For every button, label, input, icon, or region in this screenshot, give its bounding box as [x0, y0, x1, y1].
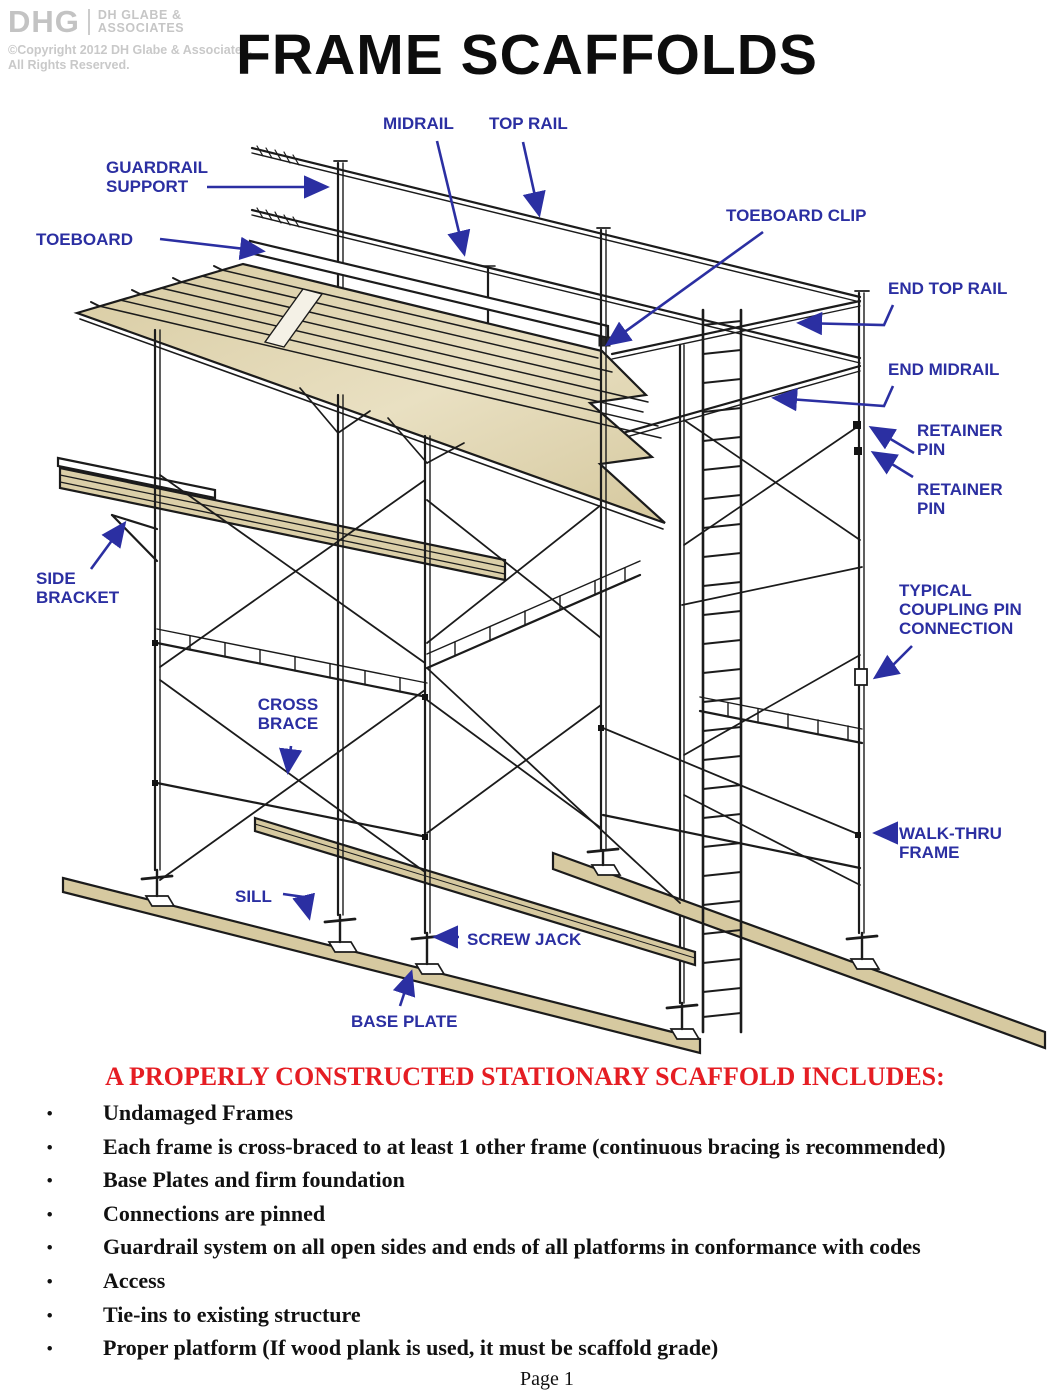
- retainer-pin-arrow-1: [868, 426, 915, 455]
- label-guardrail-support: GUARDRAIL SUPPORT: [106, 158, 208, 196]
- page-title: FRAME SCAFFOLDS: [236, 23, 818, 87]
- label-retainer-pin-2: RETAINER PIN: [917, 480, 1003, 518]
- base-plates: [144, 864, 881, 1040]
- rail-hatching: [256, 145, 300, 228]
- list-item-text: Undamaged Frames: [103, 1100, 294, 1125]
- scaffold-structure: [56, 145, 1047, 1055]
- scaffold-diagram: MIDRAIL TOP RAIL GUARDRAIL SUPPORT TOEBO…: [0, 95, 1050, 1055]
- page-number: Page 1: [520, 1368, 574, 1390]
- platform-deck: [73, 262, 666, 530]
- label-screw-jack: SCREW JACK: [467, 930, 582, 949]
- label-toeboard-clip: TOEBOARD CLIP: [726, 206, 867, 225]
- list-item: • Proper platform (If wood plank is used…: [0, 1335, 1050, 1369]
- list-item: • Undamaged Frames: [0, 1100, 1050, 1134]
- list-item: • Connections are pinned: [0, 1201, 1050, 1235]
- bullet-icon: •: [46, 1137, 53, 1159]
- retainer-pins: [853, 421, 862, 455]
- list-item-text: Access: [103, 1267, 166, 1293]
- side-bracket-arrow: [89, 520, 127, 570]
- bullet-icon: •: [46, 1171, 53, 1193]
- sills: [61, 816, 1047, 1055]
- list-item-text: Proper platform (If wood plank is used, …: [103, 1335, 719, 1361]
- label-base-plate: BASE PLATE: [351, 1012, 458, 1031]
- list-item-text: Tie-ins to existing structure: [103, 1301, 361, 1327]
- retainer-pin-arrow-2: [870, 450, 914, 479]
- label-toeboard: TOEBOARD: [36, 230, 133, 249]
- rear-stub-rail: [698, 696, 864, 745]
- label-typical-coupling-pin: TYPICAL COUPLING PIN CONNECTION: [899, 581, 1022, 638]
- logo-dhg-icon: DHG: [8, 4, 80, 39]
- toeboard-clip-arrow: [604, 230, 764, 347]
- checklist: • Undamaged Frames • Each frame is cross…: [0, 1100, 1050, 1369]
- cross-brace-arrow: [279, 745, 303, 775]
- walk-thru-frame-post: [854, 290, 870, 935]
- label-sill: SILL: [235, 887, 272, 906]
- logo-company-name: DH GLABE & ASSOCIATES: [98, 9, 184, 35]
- list-item: • Base Plates and firm foundation: [0, 1167, 1050, 1201]
- copyright-line2: All Rights Reserved.: [8, 58, 130, 72]
- bullet-icon: •: [46, 1104, 53, 1125]
- list-item: • Each frame is cross-braced to at least…: [0, 1134, 1050, 1168]
- list-item: • Guardrail system on all open sides and…: [0, 1234, 1050, 1268]
- logo-name-line1: DH GLABE &: [97, 8, 182, 22]
- side-bracket-platform: [56, 456, 507, 582]
- label-end-top-rail: END TOP RAIL: [888, 279, 1008, 298]
- top-rail-arrow: [521, 141, 546, 218]
- receding-stub-rail: [425, 560, 642, 670]
- front-stub-rail-1: [155, 628, 429, 699]
- label-midrail: MIDRAIL: [383, 114, 454, 133]
- list-item-text: Guardrail system on all open sides and e…: [103, 1234, 921, 1260]
- bullet-icon: •: [46, 1238, 53, 1260]
- callout-arrows: [89, 140, 915, 1007]
- bullet-icon: •: [46, 1305, 53, 1327]
- label-top-rail: TOP RAIL: [489, 114, 568, 133]
- junction-fittings: [152, 640, 861, 840]
- list-item: • Tie-ins to existing structure: [0, 1302, 1050, 1336]
- coupling-pin-arrow: [872, 645, 913, 680]
- cross-braces: [159, 474, 861, 904]
- list-item-text: Base Plates and firm foundation: [103, 1167, 405, 1193]
- coupling-pin-collar: [854, 668, 868, 686]
- company-logo: DHG DH GLABE & ASSOCIATES ©Copyright 201…: [8, 4, 258, 73]
- list-item-text: Connections are pinned: [103, 1200, 326, 1226]
- label-cross-brace: CROSS BRACE: [257, 695, 319, 733]
- base-plate-arrow: [392, 969, 416, 1007]
- label-side-bracket: SIDE BRACKET: [36, 569, 120, 607]
- list-item: • Access: [0, 1268, 1050, 1302]
- deck-struts: [299, 387, 465, 464]
- copyright-line1: ©Copyright 2012 DH Glabe & Associates.: [8, 43, 253, 57]
- label-walk-thru-frame: WALK-THRU FRAME: [899, 824, 1002, 862]
- bullet-icon: •: [46, 1204, 53, 1226]
- copyright-text: ©Copyright 2012 DH Glabe & Associates. A…: [8, 43, 258, 73]
- list-item-text: Each frame is cross-braced to at least 1…: [103, 1133, 946, 1159]
- checklist-heading: A PROPERLY CONSTRUCTED STATIONARY SCAFFO…: [105, 1062, 945, 1091]
- sill-arrow: [282, 892, 315, 921]
- rear-braces: [681, 419, 863, 886]
- logo-name-line2: ASSOCIATES: [97, 21, 185, 35]
- screw-jacks: [140, 847, 879, 1031]
- scaffold-line-art: [56, 140, 1047, 1055]
- logo-divider: [87, 9, 90, 35]
- midrail-arrow: [435, 140, 471, 257]
- end-midrail-arrow: [771, 385, 895, 412]
- bullet-icon: •: [46, 1339, 53, 1361]
- end-top-rail-arrow: [796, 304, 895, 336]
- toeboard-arrow: [159, 236, 266, 261]
- label-end-midrail: END MIDRAIL: [888, 360, 1000, 379]
- label-retainer-pin-1: RETAINER PIN: [917, 421, 1003, 459]
- bullet-icon: •: [46, 1271, 53, 1293]
- access-ladder: [701, 308, 743, 1034]
